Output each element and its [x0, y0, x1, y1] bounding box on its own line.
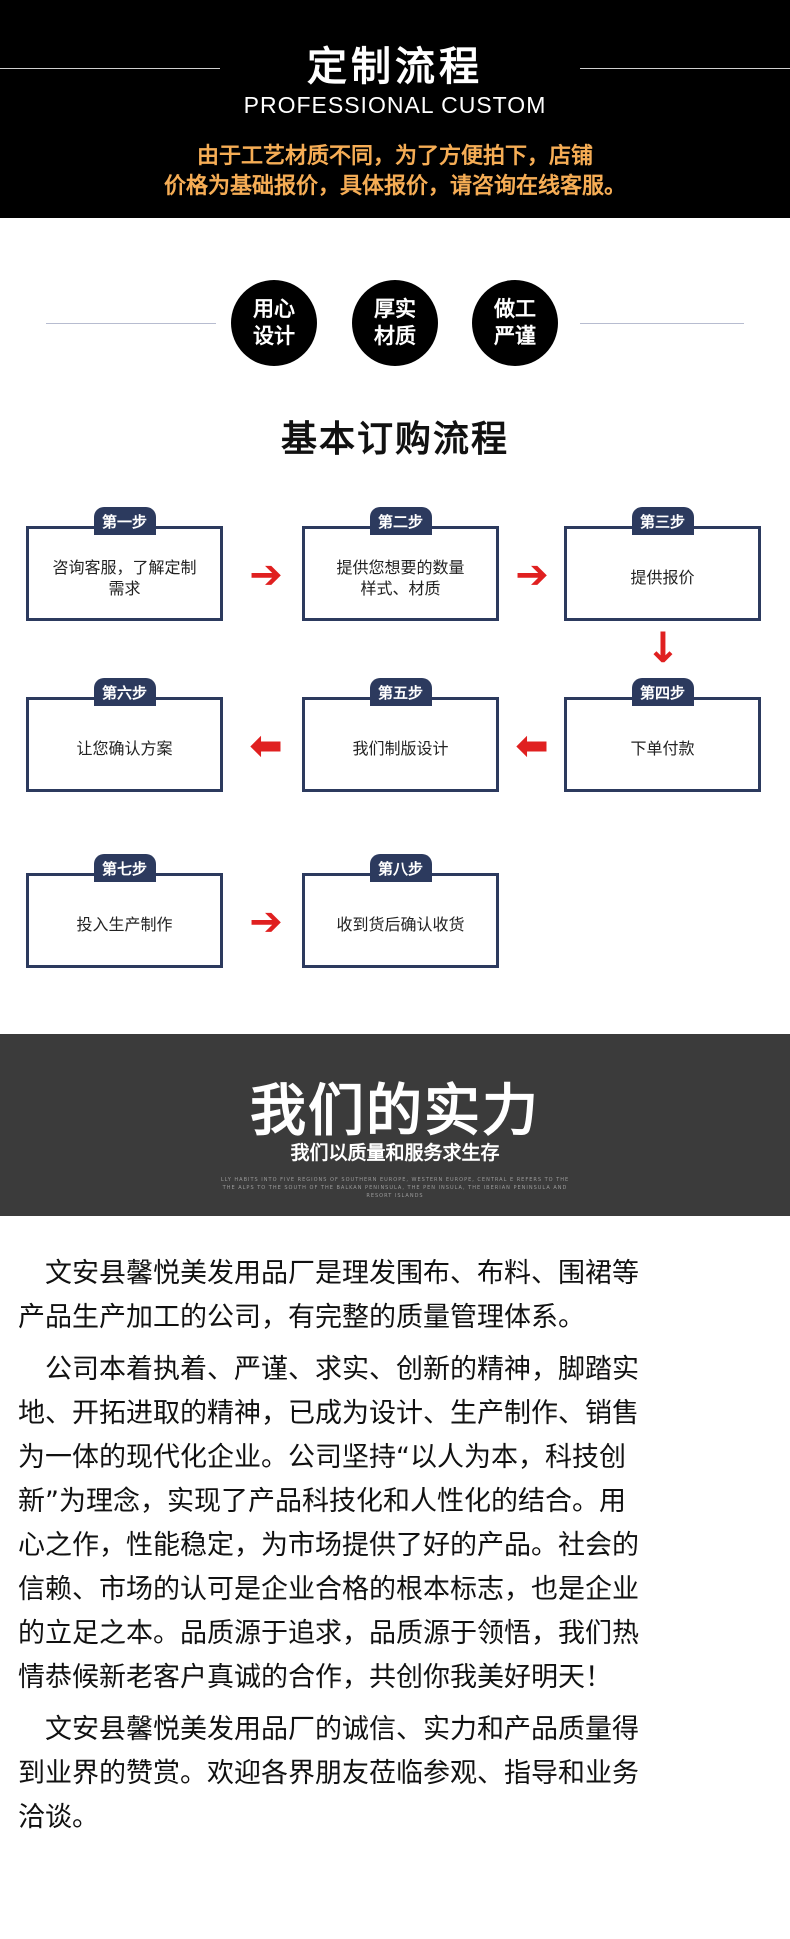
feature-label: 用心 [253, 297, 295, 321]
step-text: 投入生产制作 [76, 915, 173, 934]
step-box-3: 第三步 提供报价 [564, 507, 761, 621]
company-reputation-paragraph: 文安县馨悦美发用品厂的诚信、实力和产品质量得 到业界的赞赏。欢迎各界朋友莅临参观… [18, 1708, 774, 1840]
step-text: 提供您想要的数量样式、材质 [313, 529, 488, 618]
step-box-4: 第四步 下单付款 [564, 678, 761, 792]
step-badge: 第八步 [369, 854, 432, 882]
text-line: 到业界的赞赏。欢迎各界朋友莅临参观、指导和业务 [18, 1758, 639, 1789]
step-box-7: 第七步 投入生产制作 [26, 854, 223, 968]
step-badge: 第七步 [93, 854, 156, 882]
feature-divider-left [46, 323, 216, 324]
step-text-line: 提供您想要的数量 [336, 557, 465, 577]
step-badge: 第六步 [93, 678, 156, 706]
company-intro-paragraph: 文安县馨悦美发用品厂是理发围布、布料、围裙等 产品生产加工的公司，有完整的质量管… [18, 1252, 774, 1340]
text-line: 产品生产加工的公司，有完整的质量管理体系。 [18, 1302, 585, 1333]
arrow-right-icon: ➔ [515, 552, 549, 598]
strength-fine-print: LLY HABITS INTO FIVE REGIONS OF SOUTHERN… [220, 1177, 570, 1199]
step-badge: 第二步 [369, 507, 432, 535]
text-line: 情恭候新老客户真诚的合作，共创你我美好明天！ [18, 1662, 612, 1693]
header-note-line2: 价格为基础报价，具体报价，请咨询在线客服。 [163, 174, 626, 199]
text-line: 为一体的现代化企业。公司坚持“以人为本，科技创 [18, 1442, 626, 1473]
text-line: 的立足之本。品质源于追求，品质源于领悟，我们热 [18, 1618, 639, 1649]
arrow-left-icon: ⬅ [515, 723, 549, 769]
text-line: 心之作，性能稳定，为市场提供了好的产品。社会的 [18, 1530, 639, 1561]
step-badge: 第四步 [631, 678, 694, 706]
step-text: 咨询客服，了解定制需求 [37, 529, 212, 618]
arrow-left-icon: ⬅ [249, 723, 283, 769]
feature-circle-design: 用心 设计 [231, 280, 317, 366]
text-line: 新”为理念，实现了产品科技化和人性化的结合。用 [18, 1486, 626, 1517]
text-line: 公司本着执着、严谨、求实、创新的精神，脚踏实 [18, 1354, 639, 1385]
step-badge: 第五步 [369, 678, 432, 706]
feature-label: 材质 [374, 324, 416, 348]
step-box-5: 第五步 我们制版设计 [302, 678, 499, 792]
header-title: 定制流程 [307, 44, 483, 90]
arrow-down-icon: ↓ [645, 623, 681, 672]
step-text-line: 咨询客服，了解定制 [52, 557, 197, 577]
header-divider-right [580, 68, 790, 69]
step-text: 让您确认方案 [76, 739, 173, 758]
step-badge: 第一步 [93, 507, 156, 535]
step-box-2: 第二步 提供您想要的数量样式、材质 [302, 507, 499, 621]
feature-label: 严谨 [494, 324, 536, 348]
step-text: 下单付款 [630, 739, 695, 758]
strength-banner: 我们的实力 我们以质量和服务求生存 LLY HABITS INTO FIVE R… [0, 1034, 790, 1216]
feature-label: 厚实 [374, 297, 416, 321]
step-text: 提供报价 [630, 568, 695, 587]
header-banner: 定制流程 PROFESSIONAL CUSTOM 由于工艺材质不同，为了方便拍下… [0, 0, 790, 218]
step-text-line: 需求 [108, 578, 141, 598]
company-philosophy-paragraph: 公司本着执着、严谨、求实、创新的精神，脚踏实 地、开拓进取的精神，已成为设计、生… [18, 1348, 774, 1700]
strength-title: 我们的实力 [250, 1079, 540, 1144]
feature-circle-workmanship: 做工 严谨 [472, 280, 558, 366]
step-box-8: 第八步 收到货后确认收货 [302, 854, 499, 968]
step-box-6: 第六步 让您确认方案 [26, 678, 223, 792]
text-line: 文安县馨悦美发用品厂的诚信、实力和产品质量得 [18, 1714, 639, 1745]
header-subtitle: PROFESSIONAL CUSTOM [243, 92, 547, 118]
arrow-right-icon: ➔ [249, 899, 283, 945]
step-box-1: 第一步 咨询客服，了解定制需求 [26, 507, 223, 621]
step-text-line: 样式、材质 [360, 578, 441, 598]
feature-label: 设计 [253, 324, 295, 348]
text-line: 文安县馨悦美发用品厂是理发围布、布料、围裙等 [18, 1258, 639, 1289]
header-note-line1: 由于工艺材质不同，为了方便拍下，店铺 [196, 144, 593, 169]
arrow-right-icon: ➔ [249, 552, 283, 598]
step-badge: 第三步 [631, 507, 694, 535]
strength-subtitle: 我们以质量和服务求生存 [290, 1142, 500, 1164]
step-text: 我们制版设计 [352, 739, 449, 758]
feature-divider-right [580, 323, 744, 324]
step-text: 收到货后确认收货 [336, 915, 465, 934]
text-line: 信赖、市场的认可是企业合格的根本标志，也是企业 [18, 1574, 639, 1605]
header-divider-left [0, 68, 220, 69]
text-line: 洽谈。 [18, 1802, 99, 1833]
feature-label: 做工 [494, 297, 536, 321]
process-title: 基本订购流程 [280, 419, 509, 460]
feature-circle-material: 厚实 材质 [352, 280, 438, 366]
text-line: 地、开拓进取的精神，已成为设计、生产制作、销售 [18, 1398, 639, 1429]
